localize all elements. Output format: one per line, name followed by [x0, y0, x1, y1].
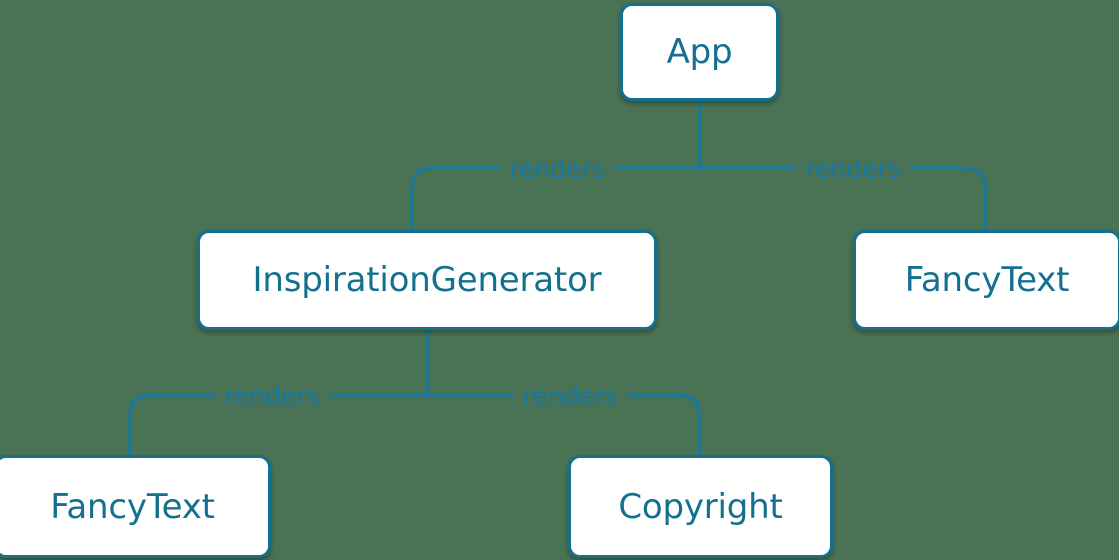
node-app-label: App [666, 32, 733, 72]
node-fancytext-bottom[interactable]: FancyText [0, 455, 271, 558]
edge-label-inspiration-generator-to-copyright: renders [513, 383, 627, 409]
node-app[interactable]: App [620, 3, 779, 101]
edge-label-inspiration-generator-to-fancytext-bottom: renders [215, 383, 329, 409]
edge-label-app-to-fancytext-right: renders [796, 156, 910, 182]
node-copyright-label: Copyright [618, 486, 783, 527]
edge-label-app-to-inspiration-generator: renders [500, 156, 614, 182]
edge-inspiration-generator-to-copyright [678, 393, 701, 455]
node-inspiration-generator[interactable]: InspirationGenerator [197, 230, 657, 330]
node-fancytext-right[interactable]: FancyText [853, 230, 1119, 330]
node-inspiration-generator-label: InspirationGenerator [252, 260, 602, 300]
node-fancytext-right-label: FancyText [904, 260, 1070, 300]
edge-inspiration-generator-to-fancytext-bottom [128, 393, 151, 455]
node-copyright[interactable]: Copyright [568, 455, 833, 558]
node-fancytext-bottom-label: FancyText [50, 486, 215, 527]
edge-app-to-fancytext-right [964, 166, 987, 230]
edge-app-to-inspiration-generator [410, 166, 433, 230]
